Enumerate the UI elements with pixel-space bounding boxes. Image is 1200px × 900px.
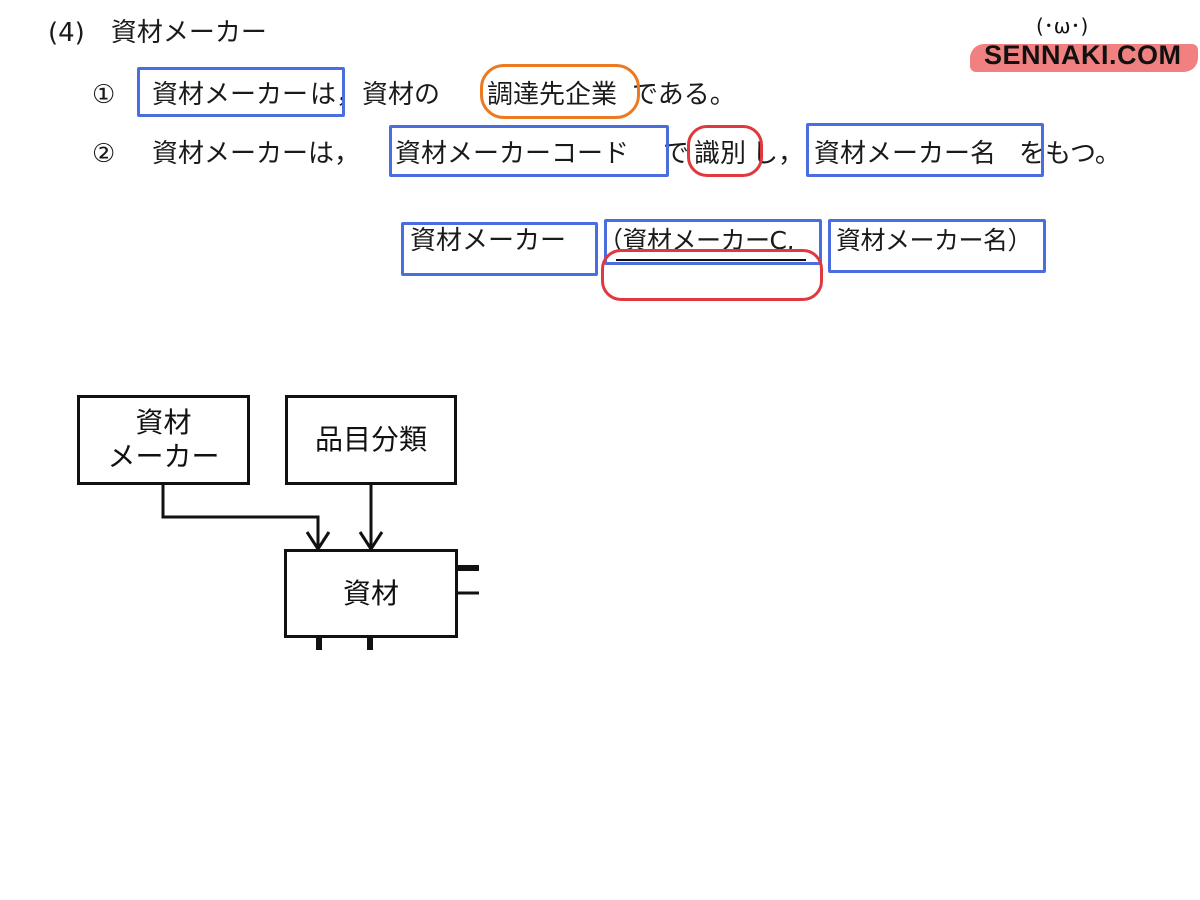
statement-1-subject: 資材メーカー — [152, 80, 309, 110]
entity-box-material-maker-line1: 資材 — [135, 406, 192, 439]
logo-face-icon: (･ω･) — [1036, 14, 1089, 38]
logo-swash — [970, 44, 1198, 72]
statement-1-text-b: である。 — [632, 80, 736, 110]
highlight-relation-entity — [401, 222, 598, 276]
statement-2-number: ② — [92, 139, 116, 169]
relation-name-attribute: 資材メーカー名） — [836, 226, 1033, 255]
highlight-maker-name — [806, 123, 1044, 177]
statement-1-text-a: は，資材の — [310, 80, 441, 110]
highlight-maker-code — [389, 125, 669, 177]
relation-entity-name: 資材メーカー — [410, 226, 567, 256]
statement-2-text-d: をもつ。 — [1019, 139, 1121, 169]
statement-1-procurement: 調達先企業 — [487, 80, 618, 110]
highlight-missing-key-slot — [601, 249, 823, 301]
statement-2-text-a: 資材メーカーは， — [152, 139, 361, 169]
entity-box-material-maker-line2: メーカー — [107, 440, 220, 473]
statement-2-maker-code: 資材メーカーコード — [395, 139, 630, 169]
entity-box-material: 資材 — [284, 549, 458, 638]
entity-box-item-category: 品目分類 — [285, 395, 457, 485]
primary-key-underline — [616, 259, 806, 261]
entity-box-material-maker: 資材 メーカー — [77, 395, 250, 485]
statement-1-number: ① — [92, 80, 116, 110]
highlight-subject-1 — [137, 67, 345, 117]
highlight-identify — [687, 125, 763, 177]
highlight-relation-key — [604, 219, 822, 265]
highlight-procurement — [480, 64, 640, 119]
site-logo[interactable]: SENNAKI.COM — [984, 40, 1182, 70]
entity-box-item-category-label: 品目分類 — [314, 423, 427, 456]
highlight-relation-name — [828, 219, 1046, 273]
statement-2-maker-name: 資材メーカー名 — [814, 139, 997, 169]
section-heading: (4) 資材メーカー — [48, 18, 267, 48]
entity-box-material-label: 資材 — [342, 576, 399, 610]
arrowhead-maker — [305, 531, 331, 552]
connector-maker-to-material — [161, 483, 320, 549]
arrowhead-category — [358, 531, 384, 552]
